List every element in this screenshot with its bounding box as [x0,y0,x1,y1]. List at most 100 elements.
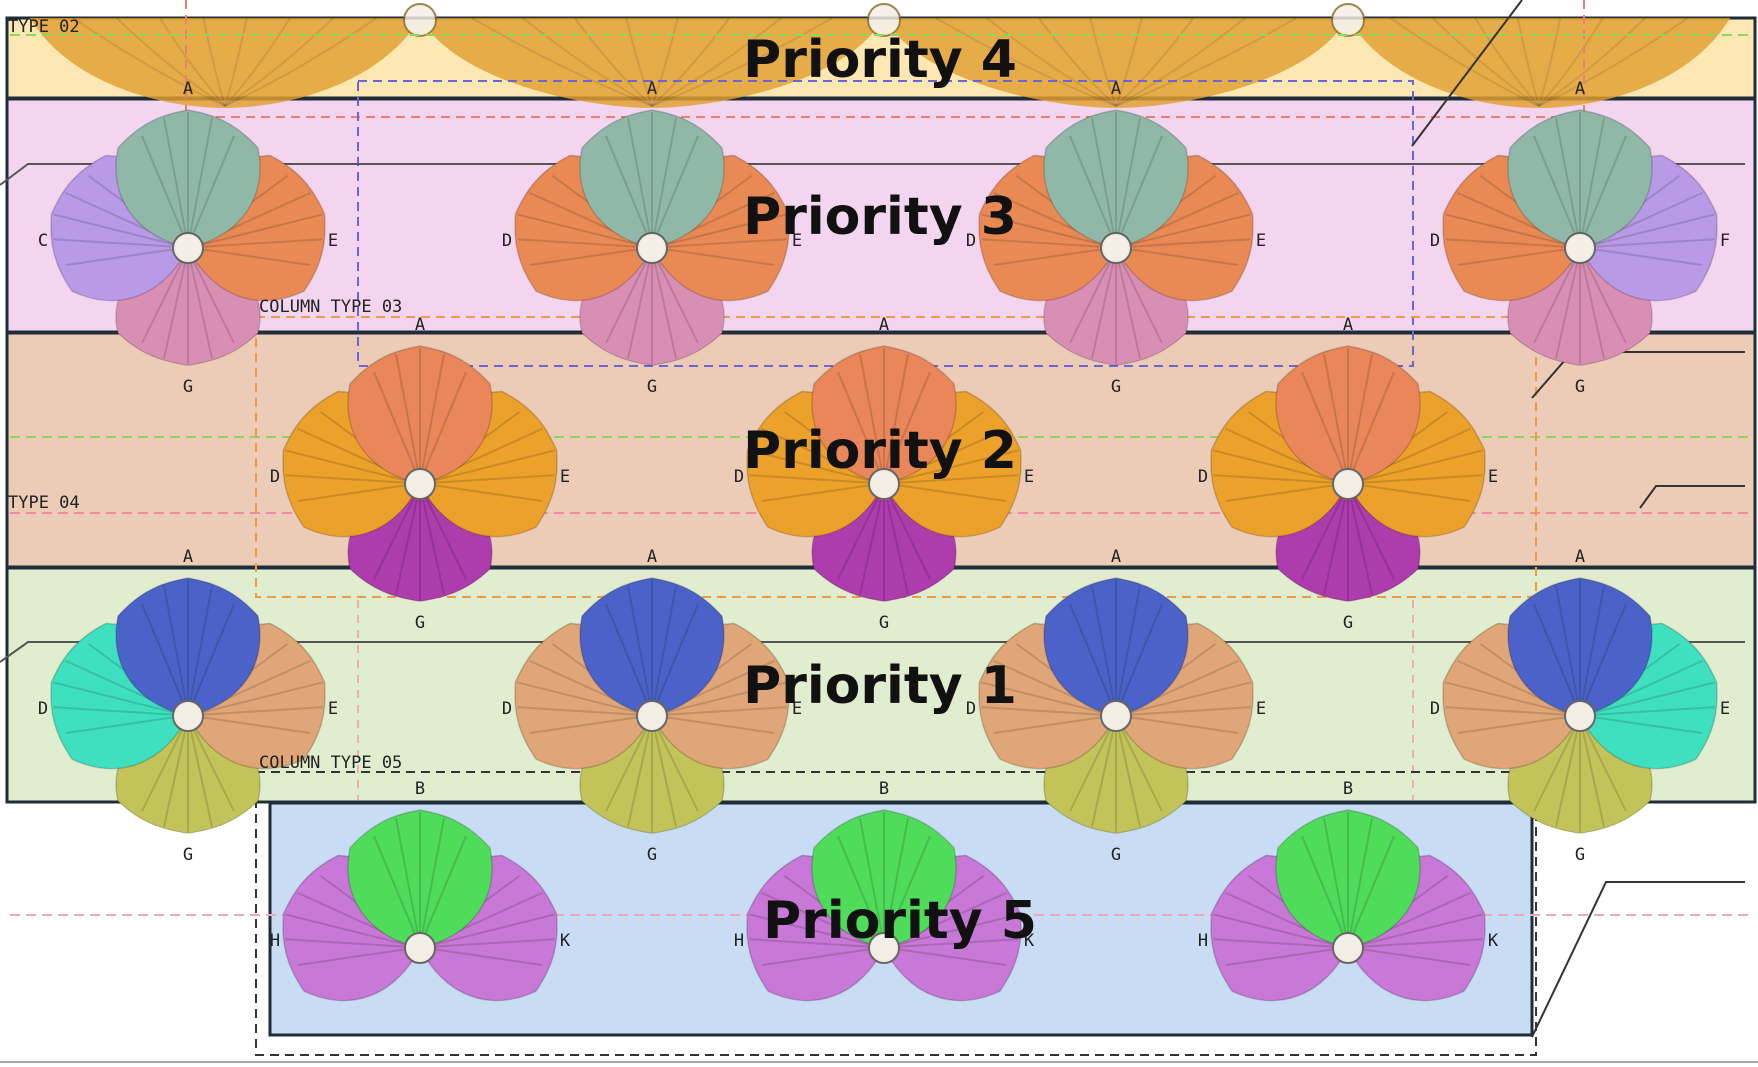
petal-letter: A [1575,547,1585,567]
petal-letter: E [1024,467,1034,487]
flower-hub [172,700,204,732]
petal-letter: H [734,931,744,951]
petal-letter: D [1430,231,1440,251]
petal-letter: A [1343,315,1353,335]
flower: H K B [729,779,1039,1019]
petal-letter: A [647,547,657,567]
flower: G D E A [729,315,1039,633]
petal-letter: F [1720,231,1730,251]
petal-letter: G [1343,613,1353,633]
petal-letter: G [1111,377,1121,397]
petal-letter: G [415,613,425,633]
flower: G D E A [265,315,575,633]
petal-letter: D [1430,699,1440,719]
petal-letter: D [502,231,512,251]
priority-3-label: Priority 3 [743,187,1017,247]
flower: G D E A [961,547,1271,865]
petal-letter: A [183,79,193,99]
petal-letter: G [1575,377,1585,397]
petal-letter: E [328,231,338,251]
petal-letter: A [183,547,193,567]
petal-letter: G [647,845,657,865]
flower-hub [868,932,900,964]
petal-letter: H [1198,931,1208,951]
flower-hub [636,700,668,732]
flower: G D E A [33,547,343,865]
flower: G D E A [1425,547,1735,865]
petal-letter: B [1343,779,1353,799]
petal-letter: C [38,231,48,251]
canopy-scallop [1348,17,1730,108]
petal-letter: A [1575,79,1585,99]
petal-letter: K [1488,931,1499,951]
petal-letter: G [183,845,193,865]
petal-letter: D [966,231,976,251]
flower-hub [1564,232,1596,264]
canopy-node [403,3,437,37]
flower: H K B [1193,779,1503,1019]
petal-letter: G [1111,845,1121,865]
petal-letter: G [879,613,889,633]
petal-letter: E [792,699,802,719]
petal-letter: E [1256,699,1266,719]
petal-letter: A [1111,547,1121,567]
column-type-label: COLUMN TYPE 05 [259,753,402,773]
petal-letter: G [183,377,193,397]
petal-letter: D [38,699,48,719]
flower-hub [1564,700,1596,732]
petal-letter: K [1024,931,1035,951]
flower-hub [1100,700,1132,732]
flower-hub [1100,232,1132,264]
flower-hub [868,468,900,500]
flower-hub [404,932,436,964]
petal-letter: G [647,377,657,397]
petal-letter: D [1198,467,1208,487]
column-type-labels: TYPE 02 COLUMN TYPE 03 TYPE 04 COLUMN TY… [8,17,402,773]
flower-columns: G C E A G D E A G D E A G D F A G D E A G D E A G D E A G D E A G D E A G D E A… [33,79,1735,1019]
petal-letter: D [734,467,744,487]
canopy-scallop [30,17,420,108]
flower: G D E A [961,79,1271,397]
column-type-label: TYPE 02 [8,17,80,37]
petal-letter: E [560,467,570,487]
petal-letter: H [270,931,280,951]
priority-labels: Priority 4 Priority 3 Priority 2 Priorit… [743,30,1037,951]
petal-letter: E [1256,231,1266,251]
petal-letter: D [966,699,976,719]
petal-letter: A [879,315,889,335]
flower: G D E A [497,547,807,865]
petal-letter: B [879,779,889,799]
flower: G C E A [33,79,343,397]
priority-2-label: Priority 2 [743,421,1017,481]
petal-letter: A [415,315,425,335]
petal-letter: B [415,779,425,799]
petal-letter: E [792,231,802,251]
petal-letter: A [1111,79,1121,99]
priority-5-label: Priority 5 [763,891,1037,951]
priority-4-label: Priority 4 [743,30,1017,90]
petal-letter: G [1575,845,1585,865]
petal-letter: D [502,699,512,719]
column-type-label: COLUMN TYPE 03 [259,297,402,317]
petal-letter: A [647,79,657,99]
column-type-label: TYPE 04 [8,493,80,513]
flower-hub [1332,468,1364,500]
flower-hub [636,232,668,264]
canopy-scallop [420,17,884,108]
priority-1-label: Priority 1 [743,656,1017,716]
petal-letter: E [1720,699,1730,719]
flower: G D F A [1425,79,1735,397]
flower: H K B [265,779,575,1019]
flower-hub [1332,932,1364,964]
flower: G D E A [497,79,807,397]
canopy-scallop [884,17,1348,108]
petal-letter: E [1488,467,1498,487]
petal-letter: D [270,467,280,487]
petal-letter: E [328,699,338,719]
flower-hub [172,232,204,264]
petal-letter: K [560,931,571,951]
flower-hub [404,468,436,500]
canopy-node [1331,3,1365,37]
canopy-top-row [30,3,1730,108]
